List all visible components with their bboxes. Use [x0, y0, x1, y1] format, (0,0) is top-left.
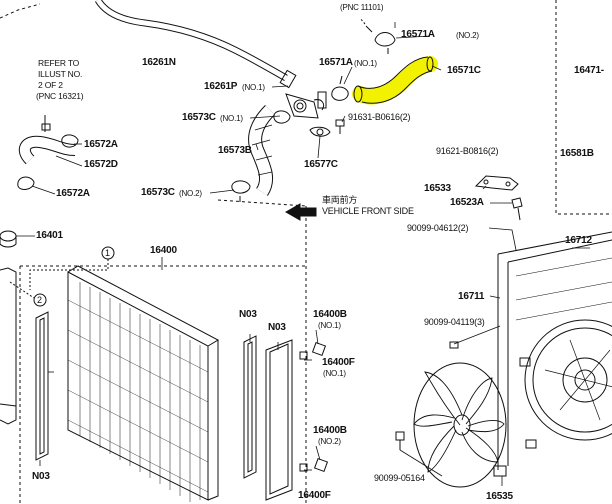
- label-16401: 16401: [36, 230, 63, 241]
- radiator-16400: [0, 199, 307, 504]
- label-16261p: 16261P: [204, 81, 238, 92]
- label-16400: 16400: [150, 245, 177, 256]
- label-no2-a: (NO.2): [456, 31, 479, 40]
- label-16400b-1: 16400B: [313, 309, 347, 320]
- label-90099-04612: 90099-04612(2): [407, 223, 469, 233]
- label-refer-3: 2 OF 2: [38, 80, 63, 90]
- clamp-16573c-no2: [231, 180, 251, 202]
- upper-hose-16261n: [0, 0, 288, 82]
- label-16400f-1: 16400F: [322, 357, 355, 368]
- label-16712: 16712: [565, 235, 592, 246]
- marker-2: 2: [37, 295, 42, 305]
- clamp-16573c-no1: [273, 110, 291, 124]
- label-16573b: 16573B: [218, 145, 252, 156]
- label-16571a-no2: 16571A: [401, 29, 435, 40]
- hose-joint-16261p: [279, 69, 327, 119]
- fan-shroud-16711: [497, 231, 612, 470]
- marker-1: 1: [105, 248, 110, 258]
- label-16577c: 16577C: [304, 159, 338, 170]
- label-16523a: 16523A: [450, 197, 484, 208]
- label-no2-b: (NO.2): [179, 189, 202, 198]
- right-section-box: [555, 0, 612, 215]
- label-16573c-no2: 16573C: [141, 187, 175, 198]
- plug-16400b-16400f: [299, 341, 329, 473]
- label-16533: 16533: [424, 183, 451, 194]
- bolt-16523a: [511, 197, 523, 221]
- label-16573c-no1: 16573C: [182, 112, 216, 123]
- label-no1-d: (NO.1): [318, 321, 341, 330]
- label-90099-05164: 90099-05164: [374, 473, 425, 483]
- label-refer-4: (PNC 16321): [36, 91, 84, 101]
- label-refer-2: ILLUST NO.: [38, 69, 83, 79]
- bracket-16533: [474, 175, 519, 191]
- label-no1-a: (NO.1): [354, 59, 377, 68]
- hose-16573b: [248, 105, 276, 196]
- label-refer-1: REFER TO: [38, 58, 80, 68]
- clamp-16571a-no2: [359, 17, 396, 54]
- label-16581b: 16581B: [560, 148, 594, 159]
- bolt-91631: [335, 119, 345, 134]
- label-91621-b0816: 91621-B0816(2): [436, 146, 499, 156]
- seal-n03: [35, 311, 293, 501]
- label-16572d: 16572D: [84, 159, 118, 170]
- label-16471: 16471-: [574, 65, 604, 76]
- label-n03-1: N03: [239, 309, 257, 320]
- reference-markers: [9, 246, 115, 307]
- label-pnc-11101: (PNC 11101): [340, 3, 384, 12]
- label-16535: 16535: [486, 491, 513, 502]
- label-front-jp: 車両前方: [322, 195, 358, 205]
- label-16400b-2: 16400B: [313, 425, 347, 436]
- label-n03-3: N03: [32, 471, 50, 482]
- clamp-16571a-no1: [331, 75, 349, 101]
- label-91631-b0616: 91631-B0616(2): [348, 112, 411, 122]
- label-n03-2: N03: [268, 322, 286, 333]
- label-no1-b: (NO.1): [242, 83, 265, 92]
- hose-16571c-highlighted: [352, 56, 438, 105]
- label-16571a-no1: 16571A: [319, 57, 353, 68]
- vehicle-front-arrow: [284, 203, 317, 221]
- label-16572a-1: 16572A: [84, 139, 118, 150]
- label-no1-e: (NO.1): [323, 369, 346, 378]
- label-no1-c: (NO.1): [220, 114, 243, 123]
- bracket-16577c: [309, 126, 331, 137]
- label-vehicle-front-side: VEHICLE FRONT SIDE: [322, 206, 414, 216]
- label-16572a-2: 16572A: [56, 188, 90, 199]
- hose-16572d: [17, 115, 79, 190]
- label-16400f-2: 16400F: [298, 490, 331, 501]
- radiator-cap-16401: [0, 230, 17, 248]
- label-16711: 16711: [458, 291, 485, 302]
- label-90099-04119: 90099-04119(3): [424, 317, 485, 327]
- leader-lines: [16, 22, 590, 486]
- label-no2-c: (NO.2): [318, 437, 341, 446]
- fan-16535: [413, 362, 507, 488]
- label-16571c: 16571C: [447, 65, 481, 76]
- label-16261n: 16261N: [142, 57, 176, 68]
- bolts-90099: [395, 341, 507, 477]
